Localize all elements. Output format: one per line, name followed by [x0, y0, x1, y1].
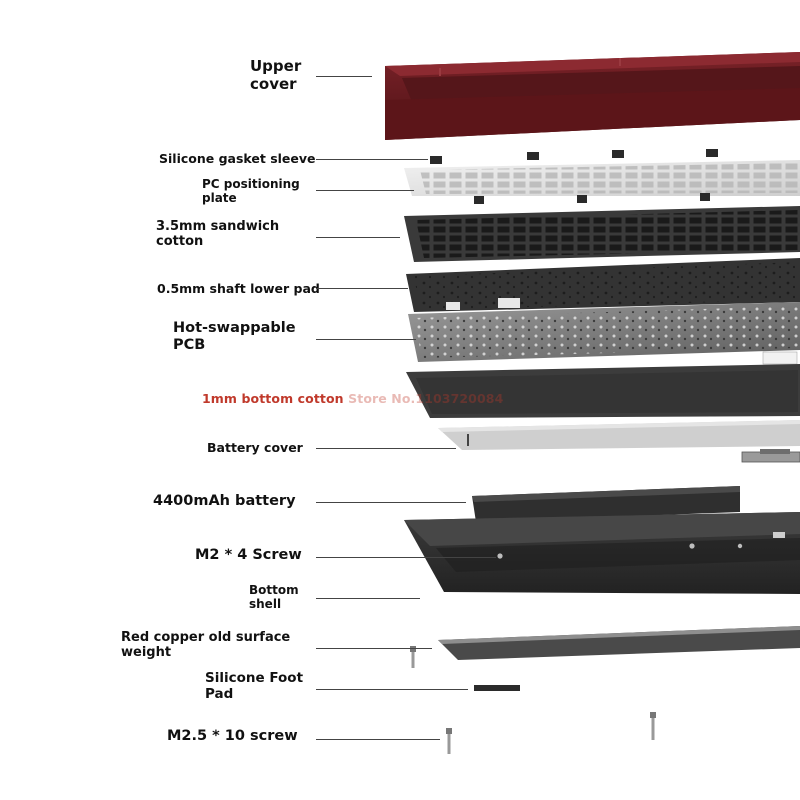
leader-battery — [316, 502, 466, 503]
leader-m2-5-screw — [316, 739, 440, 740]
leader-m2-screw — [316, 557, 496, 558]
silicone-foot-pad-part — [474, 685, 520, 691]
store-watermark: Store No.1103720084 — [348, 391, 504, 406]
leader-pc-plate — [316, 190, 414, 191]
m2-5-screw-left — [410, 646, 416, 668]
leader-battery-cover — [316, 448, 456, 449]
leader-silicone-foot-pad — [316, 689, 468, 690]
leader-copper-weight — [316, 648, 432, 649]
label-battery-cover: Battery cover — [207, 440, 303, 455]
upper-cover-part — [385, 52, 800, 140]
silicone-gasket-sleeve-part — [430, 149, 718, 164]
bottom-cotton-part — [406, 364, 800, 418]
leader-silicone-gasket — [316, 159, 428, 160]
copper-weight-part — [438, 626, 800, 660]
leader-bottom-shell — [316, 598, 420, 599]
m2-5-screw-right — [650, 712, 656, 740]
sandwich-cotton-part — [404, 206, 800, 262]
battery-cover-part — [438, 420, 800, 463]
leader-sandwich-cotton — [316, 237, 400, 238]
battery-part — [472, 486, 740, 522]
label-battery: 4400mAh battery — [153, 493, 296, 509]
leader-shaft-pad — [316, 288, 408, 289]
leader-pcb — [316, 339, 416, 340]
label-shaft-pad: 0.5mm shaft lower pad — [157, 281, 320, 296]
leader-upper-cover — [316, 76, 372, 77]
m2-5-screw-bottom — [446, 728, 452, 754]
label-m2-5-screw: M2.5 * 10 screw — [167, 728, 298, 744]
label-m2-screw: M2 * 4 Screw — [195, 547, 302, 563]
hot-swappable-pcb-part — [408, 302, 800, 365]
bottom-shell-part — [404, 512, 800, 594]
label-silicone-gasket: Silicone gasket sleeve — [159, 151, 316, 166]
pc-positioning-plate-part — [404, 160, 800, 204]
shaft-lower-pad-part — [406, 258, 800, 312]
label-bottom-cotton: 1mm bottom cotton Store No.1103720084 — [202, 391, 504, 406]
